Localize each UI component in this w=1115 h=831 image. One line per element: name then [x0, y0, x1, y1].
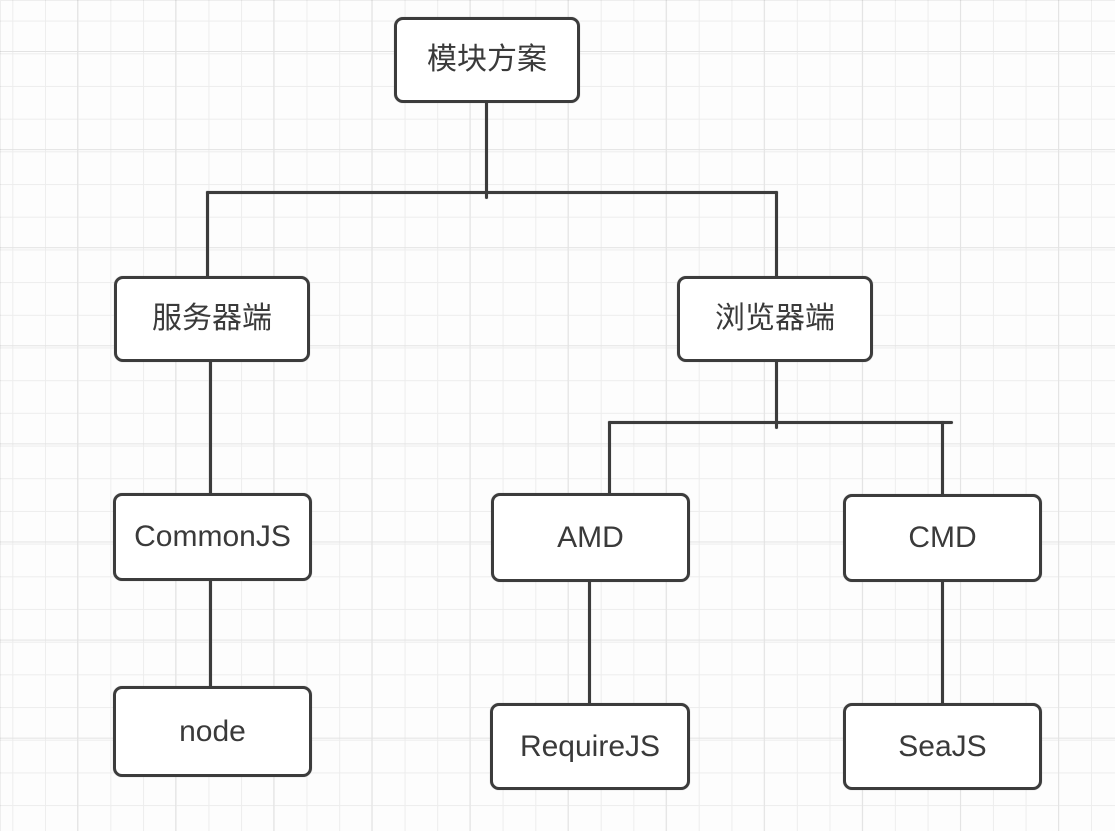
connector-browser-stem [775, 360, 778, 429]
connector-root-stem [485, 100, 488, 199]
node-label-requirejs: RequireJS [519, 729, 661, 763]
diagram-node-amd[interactable]: AMD [491, 493, 690, 582]
connector-cmd-seajs [941, 580, 944, 705]
diagram-node-node[interactable]: node [113, 686, 312, 777]
diagram-node-requirejs[interactable]: RequireJS [490, 703, 690, 790]
connector-amd-requirejs [588, 580, 591, 705]
node-label-server: 服务器端 [152, 302, 272, 335]
connector-top-branch-rail [206, 191, 778, 194]
connector-rail-to-amd [608, 421, 611, 495]
diagram-node-server[interactable]: 服务器端 [114, 276, 310, 362]
diagram-node-commonjs[interactable]: CommonJS [113, 493, 312, 581]
node-label-node: node [179, 714, 246, 748]
connector-rail-to-cmd [941, 421, 944, 496]
diagram-node-root[interactable]: 模块方案 [394, 17, 580, 103]
connector-browser-branch-rail [608, 421, 953, 424]
diagram-node-cmd[interactable]: CMD [843, 494, 1042, 582]
connector-commonjs-node [209, 578, 212, 688]
node-label-amd: AMD [557, 520, 624, 554]
diagram-node-seajs[interactable]: SeaJS [843, 703, 1042, 790]
diagram-node-browser[interactable]: 浏览器端 [677, 276, 873, 362]
node-label-cmd: CMD [908, 521, 977, 554]
connector-rail-to-browser [775, 191, 778, 278]
connector-server-commonjs [209, 360, 212, 495]
node-label-root: 模块方案 [427, 43, 547, 76]
node-label-seajs: SeaJS [898, 729, 987, 763]
node-label-commonjs: CommonJS [134, 520, 291, 553]
node-label-browser: 浏览器端 [715, 302, 835, 335]
connector-rail-to-server [206, 191, 209, 278]
